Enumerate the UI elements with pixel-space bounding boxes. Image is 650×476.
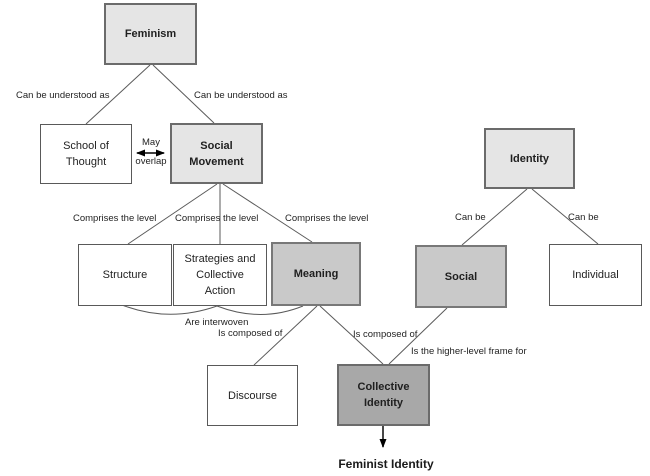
edge-label-comprises-3: Comprises the level	[285, 213, 369, 224]
edge-label-higher-level-frame: Is the higher-level frame for	[411, 346, 527, 357]
edge-meaning-collective-identity	[319, 305, 384, 365]
edge-social-collective-identity	[388, 307, 448, 365]
node-social-movement: Social Movement	[170, 123, 263, 184]
edge-label-understood-right: Can be understood as	[194, 90, 288, 101]
edge-sm-structure	[127, 183, 218, 245]
node-school-of-thought: School of Thought	[40, 124, 132, 184]
edge-identity-individual	[531, 188, 599, 245]
edge-label-comprises-2: Comprises the level	[175, 213, 259, 224]
edge-meaning-discourse	[253, 305, 318, 366]
node-meaning: Meaning	[271, 242, 361, 306]
node-structure: Structure	[78, 244, 172, 306]
edge-identity-social	[461, 188, 528, 246]
node-individual: Individual	[549, 244, 642, 306]
arc-strategies-meaning	[216, 305, 304, 315]
node-identity: Identity	[484, 128, 575, 189]
edge-label-may: May	[142, 137, 160, 148]
edge-label-are-interwoven: Are interwoven	[185, 317, 249, 328]
edge-label-composed-discourse: Is composed of	[218, 328, 283, 339]
node-strategies-collective-action: Strategies and Collective Action	[173, 244, 267, 306]
edge-label-can-be-right: Can be	[568, 212, 599, 223]
arc-structure-strategies	[121, 304, 218, 315]
node-collective-identity: Collective Identity	[337, 364, 430, 426]
edge-label-composed-collective: Is composed of	[353, 329, 418, 340]
node-discourse: Discourse	[207, 365, 298, 426]
edge-label-overlap: overlap	[135, 156, 167, 167]
edge-sm-meaning	[222, 183, 313, 243]
edge-feminism-social-movement	[152, 64, 215, 124]
edge-label-understood-left: Can be understood as	[16, 90, 110, 101]
node-feminism: Feminism	[104, 3, 197, 65]
label-feminist-identity: Feminist Identity	[338, 457, 434, 471]
edge-label-can-be-left: Can be	[455, 212, 486, 223]
edge-feminism-school	[85, 64, 151, 125]
edge-label-comprises-1: Comprises the level	[73, 213, 157, 224]
node-social: Social	[415, 245, 507, 308]
